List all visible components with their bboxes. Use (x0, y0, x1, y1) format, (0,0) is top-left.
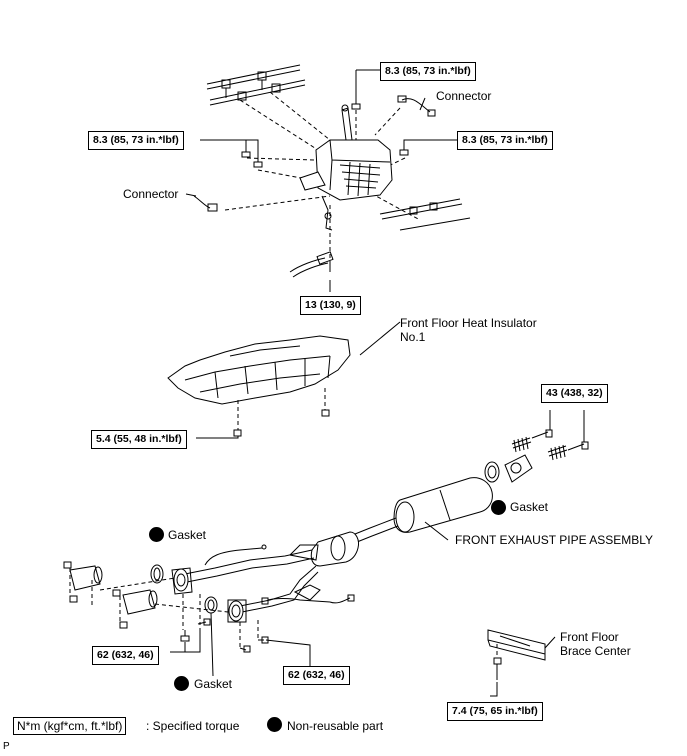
label-gasket-bottom: Gasket (194, 677, 233, 691)
torque-cable-nut: 13 (130, 9) (300, 296, 361, 315)
label-brace-center: Front Floor Brace Center (560, 630, 631, 658)
legend-torque-desc: : Specified torque (146, 719, 240, 733)
shift-lever-assembly (299, 104, 393, 231)
label-connector-left: Connector (123, 187, 179, 201)
bolt-left-pair (241, 144, 263, 168)
upper-rod-right (379, 198, 471, 231)
manifold-stubs (63, 561, 158, 629)
torque-bolt-top: 8.3 (85, 73 in.*lbf) (380, 62, 476, 81)
label-heat-insulator: Front Floor Heat Insulator No.1 (400, 316, 537, 344)
gasket-front-left (150, 564, 164, 584)
label-gasket-right: Gasket (510, 500, 549, 514)
brace-center-drawing (487, 629, 546, 680)
shift-cable (289, 251, 334, 278)
torque-insulator-nut: 5.4 (55, 48 in.*lbf) (91, 430, 187, 449)
nonreusable-dot-right (491, 500, 506, 515)
exhaust-pipe-drawing (171, 477, 493, 623)
torque-brace-center: 7.4 (75, 65 in.*lbf) (447, 702, 543, 721)
bolt-top-center (351, 92, 361, 110)
corner-mark: P (3, 741, 10, 752)
label-connector-top: Connector (436, 89, 492, 103)
nut-insulator-right (321, 409, 330, 417)
label-gasket-left-top: Gasket (168, 528, 207, 542)
torque-front-flange-right: 62 (632, 46) (283, 666, 350, 685)
legend-torque-box: N*m (kgf*cm, ft.*lbf) (13, 717, 127, 735)
torque-bolts-left: 8.3 (85, 73 in.*lbf) (88, 131, 184, 150)
label-exhaust-pipe: FRONT EXHAUST PIPE ASSEMBLY (455, 533, 654, 547)
connector-top-drawing (397, 95, 436, 117)
dashed-guides-front (69, 568, 259, 648)
nut-insulator-left (233, 429, 242, 437)
front-bolts (180, 618, 269, 653)
leader-lines (170, 69, 585, 697)
connector-left-drawing (193, 195, 218, 212)
torque-rear-flange: 43 (438, 32) (541, 384, 608, 403)
torque-bolt-right: 8.3 (85, 73 in.*lbf) (457, 131, 553, 150)
legend-nonreusable-dot (267, 717, 282, 732)
legend-nonreusable-text: Non-reusable part (287, 719, 384, 733)
nonreusable-dot-left-top (149, 527, 164, 542)
upper-rod-left (206, 64, 306, 106)
dashed-guides-insulator (237, 388, 326, 430)
nonreusable-dot-bottom (174, 676, 189, 691)
rear-flange-bolts (511, 429, 589, 461)
torque-front-flange-left: 62 (632, 46) (92, 646, 159, 665)
heat-insulator-drawing (167, 335, 351, 405)
rear-flange (484, 454, 533, 483)
